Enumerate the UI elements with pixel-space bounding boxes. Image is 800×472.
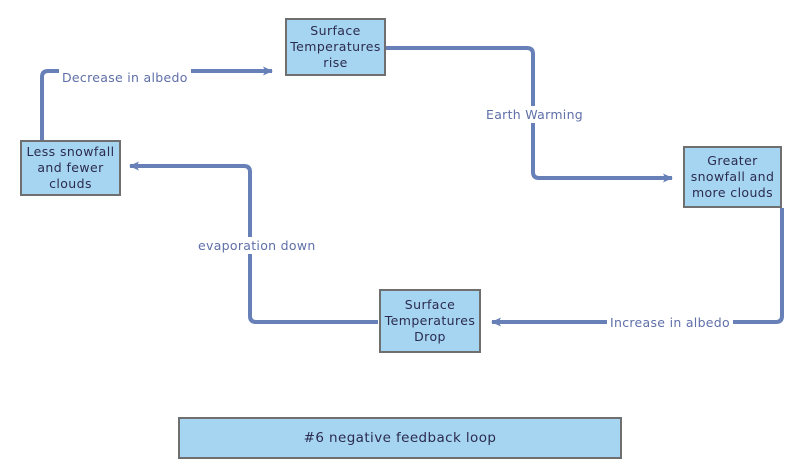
edge-label-earth-warming: Earth Warming [483, 106, 587, 123]
connector-decrease-albedo [40, 66, 273, 140]
node-greater-snowfall-more-clouds[interactable]: Greater snowfall and more clouds [683, 146, 782, 208]
node-label: Surface Temperatures Drop [384, 297, 476, 344]
node-less-snowfall-fewer-clouds[interactable]: Less snowfall and fewer clouds [20, 140, 121, 196]
node-surface-temperatures-rise[interactable]: Surface Temperatures rise [285, 18, 386, 76]
edge-label-decrease-albedo: Decrease in albedo [59, 69, 191, 86]
diagram-title-banner: #6 negative feedback loop [178, 417, 622, 459]
edge-label-evaporation-down: evaporation down [195, 237, 319, 254]
banner-label: #6 negative feedback loop [303, 430, 497, 446]
edge-label-increase-albedo: Increase in albedo [607, 314, 733, 331]
node-label: Greater snowfall and more clouds [690, 153, 775, 200]
node-surface-temperatures-drop[interactable]: Surface Temperatures Drop [379, 289, 481, 353]
connector-increase-albedo [491, 208, 784, 327]
node-label: Surface Temperatures rise [290, 23, 381, 70]
node-label: Less snowfall and fewer clouds [26, 144, 115, 191]
